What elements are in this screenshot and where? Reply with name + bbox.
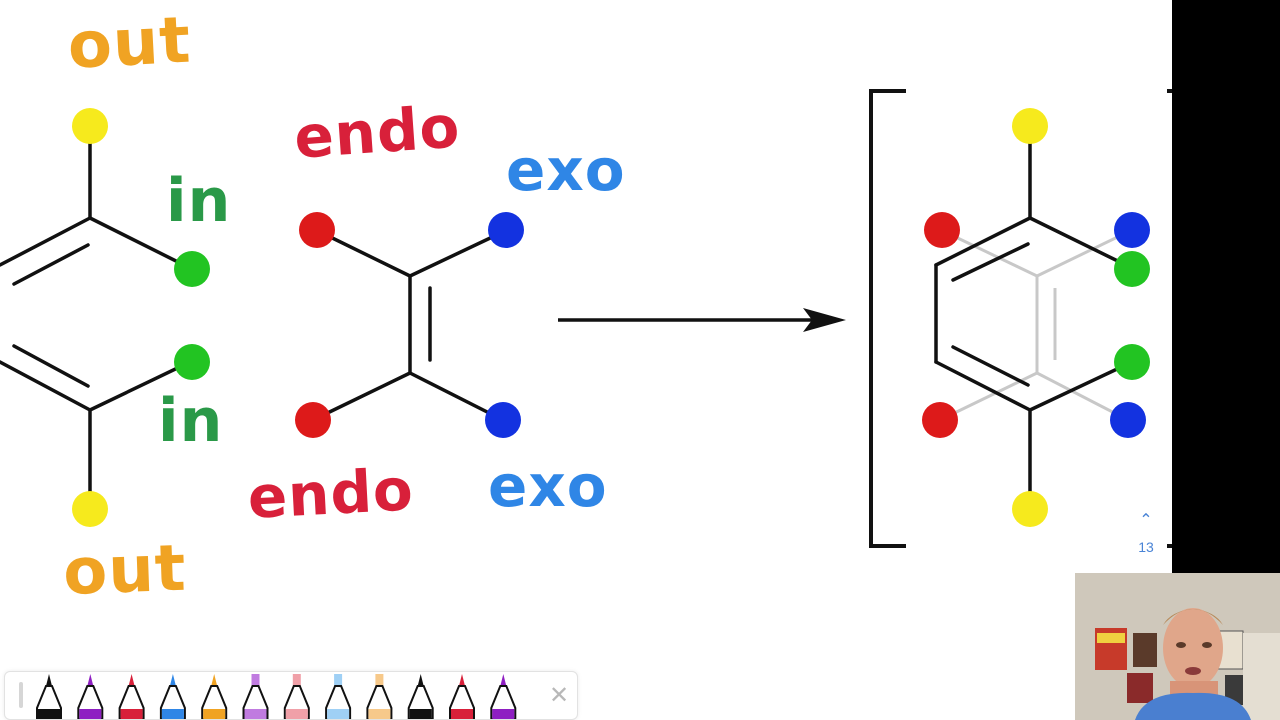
transition-state-diene — [934, 126, 1134, 510]
highlighter-orange-icon[interactable] — [366, 674, 393, 719]
dienophile-structure — [311, 229, 507, 422]
transition-state-bracket — [869, 89, 1172, 548]
ts-atom-in-top — [1114, 251, 1150, 287]
pen-red-icon[interactable] — [118, 674, 145, 719]
atom-out-top — [72, 108, 108, 144]
atom-exo-bottom — [485, 402, 521, 438]
whiteboard-canvas[interactable]: out in endo exo in endo exo out ⌃ 13 ✕ — [0, 0, 1172, 720]
highlighter-pink-icon[interactable] — [283, 674, 310, 719]
ruler-icon[interactable] — [19, 682, 23, 708]
chevron-up-icon[interactable]: ⌃ — [1139, 510, 1153, 529]
label-endo-bottom: endo — [246, 455, 416, 532]
atom-endo-top — [299, 212, 335, 248]
atoms — [72, 108, 1150, 527]
ts-atom-endo-top — [924, 212, 960, 248]
pen-black-icon[interactable] — [36, 674, 62, 719]
pen-purple-icon[interactable] — [77, 674, 104, 719]
label-in-top: in — [166, 166, 232, 236]
pen-toolbar: ✕ — [4, 671, 578, 720]
presenter-video — [1075, 573, 1280, 720]
ts-atom-exo-top — [1114, 212, 1150, 248]
label-exo-top: exo — [506, 136, 626, 204]
page-number: 13 — [1138, 539, 1154, 555]
pen-orange-icon[interactable] — [201, 674, 228, 719]
ts-atom-exo-bottom — [1110, 402, 1146, 438]
reaction-arrow — [558, 308, 846, 332]
diels-alder-drawing — [0, 89, 1172, 548]
atom-in-top — [174, 251, 210, 287]
close-icon[interactable]: ✕ — [549, 681, 570, 709]
ts-atom-out-bottom — [1012, 491, 1048, 527]
atom-endo-bottom — [295, 402, 331, 438]
ts-atom-endo-bottom — [922, 402, 958, 438]
atom-in-bottom — [174, 344, 210, 380]
highlighter-blue-icon[interactable] — [325, 674, 352, 719]
pen-purple-2-icon[interactable] — [490, 674, 517, 719]
highlighter-purple-icon[interactable] — [242, 674, 269, 719]
label-in-bottom: in — [158, 386, 224, 456]
atom-exo-top — [488, 212, 524, 248]
ts-atom-out-top — [1012, 108, 1048, 144]
pen-tray — [36, 674, 517, 719]
pen-black-2-icon[interactable] — [407, 674, 434, 719]
label-out-top: out — [66, 3, 193, 84]
diene-structure — [0, 126, 192, 510]
webcam-overlay — [1075, 573, 1280, 720]
transition-state-dienophile-faded — [939, 229, 1131, 422]
atom-out-bottom — [72, 491, 108, 527]
ts-atom-in-bottom — [1114, 344, 1150, 380]
pen-blue-icon[interactable] — [159, 674, 186, 719]
label-exo-bottom: exo — [488, 452, 608, 520]
label-endo-top: endo — [292, 92, 463, 172]
black-sidebar — [1172, 0, 1280, 575]
label-out-bottom: out — [62, 531, 188, 610]
pen-red-2-icon[interactable] — [449, 674, 475, 719]
page-navigation: ⌃ 13 — [1128, 510, 1164, 556]
